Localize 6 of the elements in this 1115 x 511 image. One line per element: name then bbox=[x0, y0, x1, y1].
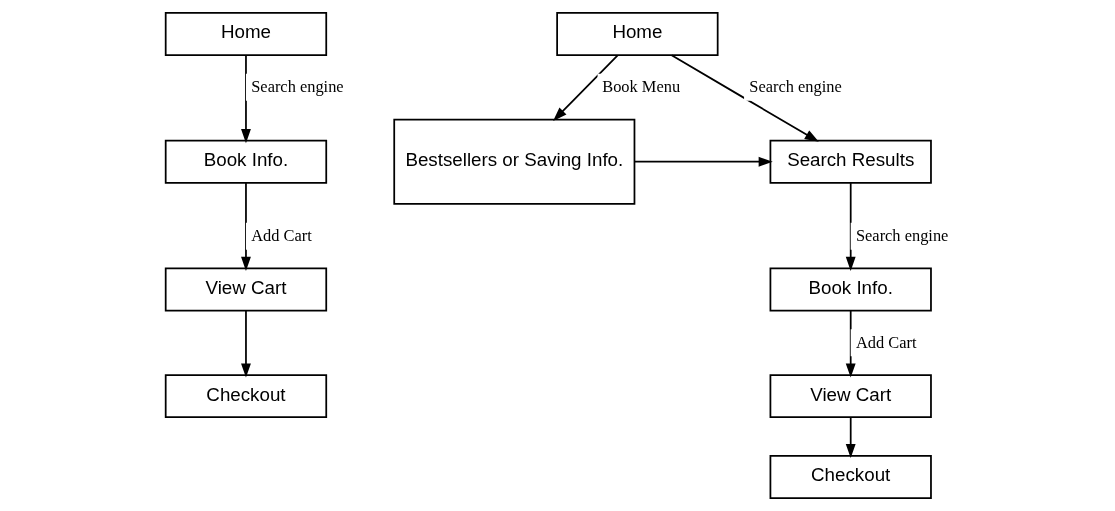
edge-label: Search engine bbox=[748, 77, 842, 97]
edge-label: Search engine bbox=[855, 226, 948, 246]
edge-label: Search engine bbox=[250, 77, 344, 97]
edge-label: Add Cart bbox=[855, 332, 917, 352]
edge-label: Book Menu bbox=[601, 77, 680, 97]
edge-label: Add Cart bbox=[250, 226, 312, 246]
